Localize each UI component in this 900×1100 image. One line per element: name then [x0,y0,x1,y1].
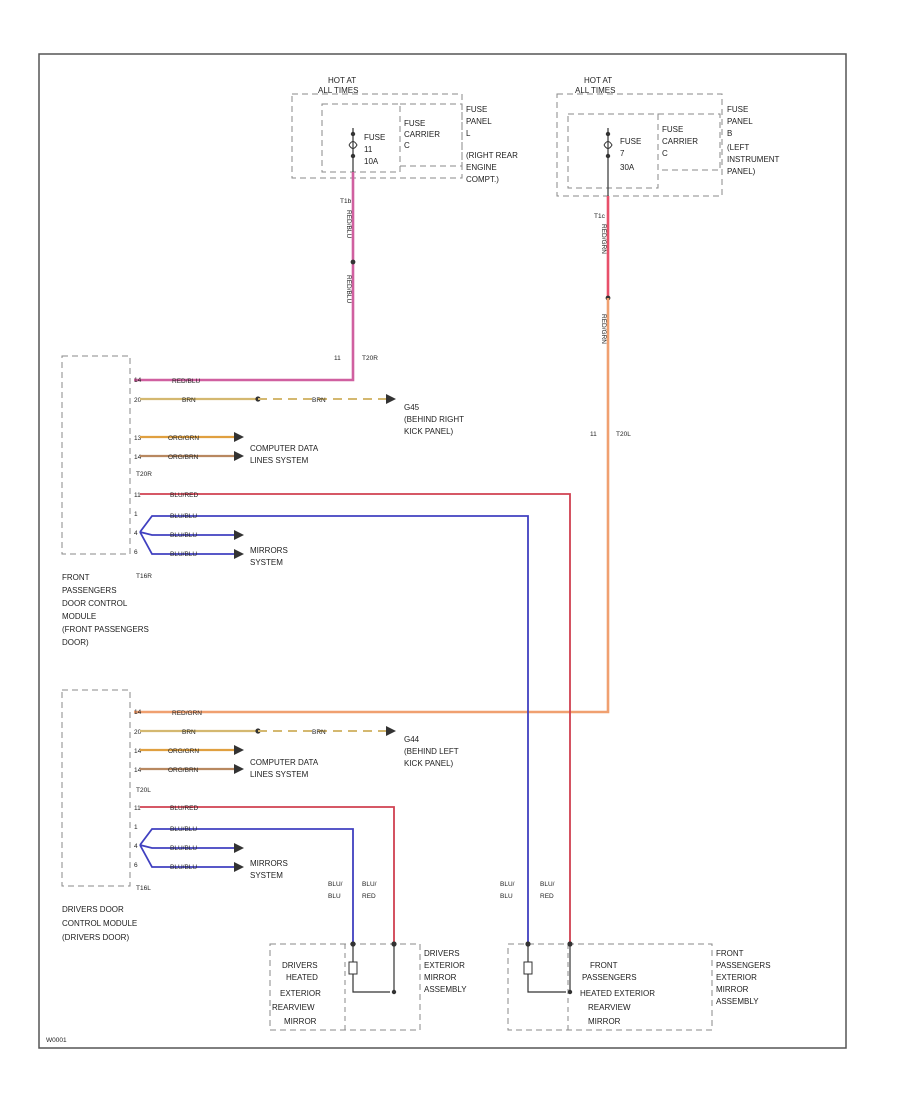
passenger-mirror-assembly: FRONT PASSENGERS HEATED EXTERIOR REARVIE… [507,941,773,1031]
connector-t20r-mid: T20R [136,471,152,478]
wire-red-blu-feed [134,172,355,382]
wire-org-grn-right: ORG/GRN [168,435,199,442]
wire-blu-blu-left-c: BLU/BLU [170,864,197,871]
connector-t20l-mid: T20L [136,787,151,794]
wire-blu-blu-right-b: BLU/BLU [170,532,197,539]
wire-label-feed-right-bottom: RED/GRN [600,314,607,344]
wire-brn-right-a: BRN [182,397,196,404]
mirror-wire-labels-right: BLU/BLU BLU/RED [500,881,555,900]
passenger-mirror-assembly-label: FRONT PASSENGERS EXTERIOR MIRROR ASSEMBL… [716,949,773,1006]
drivers-heated-mirror-label: DRIVERS HEATED EXTERIOR REARVIEW MIRROR [272,961,323,1026]
module-pins-right: 14 20 13 14 11 1 4 6 [134,377,143,556]
diagram-code: W0001 [46,1037,67,1044]
module-pins-left: 14 20 14 14 11 1 4 6 [134,709,143,869]
wire-blu-blu-left-a: BLU/BLU [170,826,197,833]
connector-t16l: T16L [136,885,151,892]
drivers-mirror-assembly: DRIVERS HEATED EXTERIOR REARVIEW MIRROR … [269,941,467,1031]
wire-label-feed-bottom: RED/BLU [345,275,352,303]
wire-org-grn-left: ORG/GRN [168,748,199,755]
connector-t16r: T16R [136,573,152,580]
passenger-heated-mirror-label: FRONT PASSENGERS HEATED EXTERIOR REARVIE… [580,961,657,1026]
diagram-frame [38,53,847,1049]
drivers-door-module: 14 20 14 14 11 1 4 6 T20L T16L DRIVERS D… [61,689,151,942]
drivers-module-title: DRIVERS DOOR CONTROL MODULE (DRIVERS DOO… [62,905,140,942]
wire-blu-blu-right-a: BLU/BLU [170,513,197,520]
wire-blu-red-left: BLU/RED [170,805,198,812]
wire-brn-right-b: BRN [312,397,326,404]
wire-label-feed-right-top: RED/GRN [600,224,607,254]
wire-blu-blu-left-b: BLU/BLU [170,845,197,852]
wire-blu-red-right: BLU/RED [170,492,198,499]
wire-label-feed-top: RED/BLU [345,210,352,238]
wire-red-grn-left: RED/GRN [172,710,202,717]
wire-brn-left-b: BRN [312,729,326,736]
pin-t1b: T1b [340,198,352,205]
wire-red-blu-right: RED/BLU [172,378,200,385]
wire-org-brn-left: ORG/BRN [168,767,199,774]
drivers-mirror-assembly-label: DRIVERS EXTERIOR MIRROR ASSEMBLY [424,949,467,994]
wire-red-grn-feed [134,298,610,714]
front-passenger-door-module: 14 20 13 14 11 1 4 6 T20R T16R FRONT PAS… [61,355,152,647]
front-passenger-module-title: FRONT PASSENGERS DOOR CONTROL MODULE (FR… [62,573,151,647]
pin-t1c: T1c [594,213,606,220]
mirror-wire-labels-left: BLU/BLU BLU/RED [328,881,377,900]
wire-brn-left-a: BRN [182,729,196,736]
wire-org-brn-right: ORG/BRN [168,454,199,461]
wire-blu-blu-right-c: BLU/BLU [170,551,197,558]
